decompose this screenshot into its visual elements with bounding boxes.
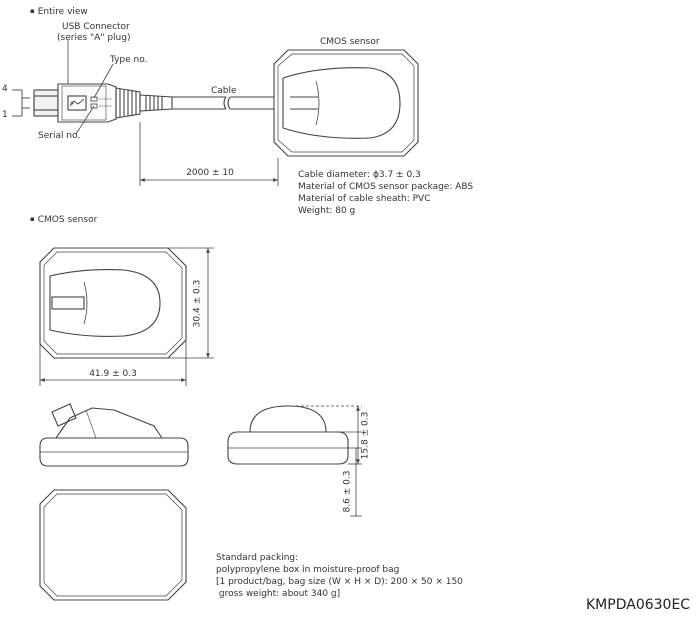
sensor-width-dimension-label: 41.9 ± 0.3 xyxy=(89,369,137,379)
packing-line-1: Standard packing: xyxy=(216,553,299,563)
sensor-width-dimension xyxy=(39,340,187,386)
spec-package-material: Material of CMOS sensor package: ABS xyxy=(298,182,474,192)
sensor-height-dimension xyxy=(168,247,214,359)
cmos-sensor-entire-view xyxy=(273,49,419,157)
packing-line-3: [1 product/bag, bag size (W × H × D): 20… xyxy=(216,577,463,587)
drawing-code: KMPDA0630EC xyxy=(586,597,691,613)
cmos-sensor-front-view xyxy=(227,405,349,465)
section-title-entire-view: Entire view xyxy=(30,6,88,18)
section-title-cmos-sensor: CMOS sensor xyxy=(30,214,98,226)
cable-label: Cable xyxy=(211,86,237,96)
packing-line-4: gross weight: about 340 g] xyxy=(216,589,341,599)
pin-brackets xyxy=(12,89,30,117)
cable-length-dimension-label: 2000 ± 10 xyxy=(186,168,234,178)
cmos-sensor-bottom-view xyxy=(39,489,187,601)
pin-1-label: 1 xyxy=(2,110,8,120)
spec-weight: Weight: 80 g xyxy=(298,206,356,216)
serial-no-label: Serial no. xyxy=(38,131,81,141)
cmos-sensor-top-view xyxy=(39,247,187,359)
leader-lines xyxy=(67,40,114,135)
packing-line-2: polypropylene box in moisture-proof bag xyxy=(216,565,400,575)
usb-connector-label: USB Connector xyxy=(62,22,130,32)
usb-connector-drawing xyxy=(33,83,173,123)
cable-length-dimension xyxy=(139,122,279,186)
pin-4-label: 4 xyxy=(2,84,8,94)
cable-drawing xyxy=(172,96,290,110)
type-no-label: Type no. xyxy=(110,55,148,65)
sensor-thickness-max-label: 15.8 ± 0.3 xyxy=(360,411,371,460)
cmos-sensor-label: CMOS sensor xyxy=(320,37,380,47)
sensor-thickness-body-label: 8.6 ± 0.3 xyxy=(342,470,353,513)
spec-cable-diameter: Cable diameter: ϕ3.7 ± 0.3 xyxy=(298,170,421,180)
cmos-sensor-side-view xyxy=(39,403,189,467)
sensor-height-dimension-label: 30.4 ± 0.3 xyxy=(192,279,203,328)
usb-plug-type-label: (series "A" plug) xyxy=(57,33,131,43)
sensor-thickness-dimensions xyxy=(296,405,362,517)
spec-sheath-material: Material of cable sheath: PVC xyxy=(298,194,431,204)
